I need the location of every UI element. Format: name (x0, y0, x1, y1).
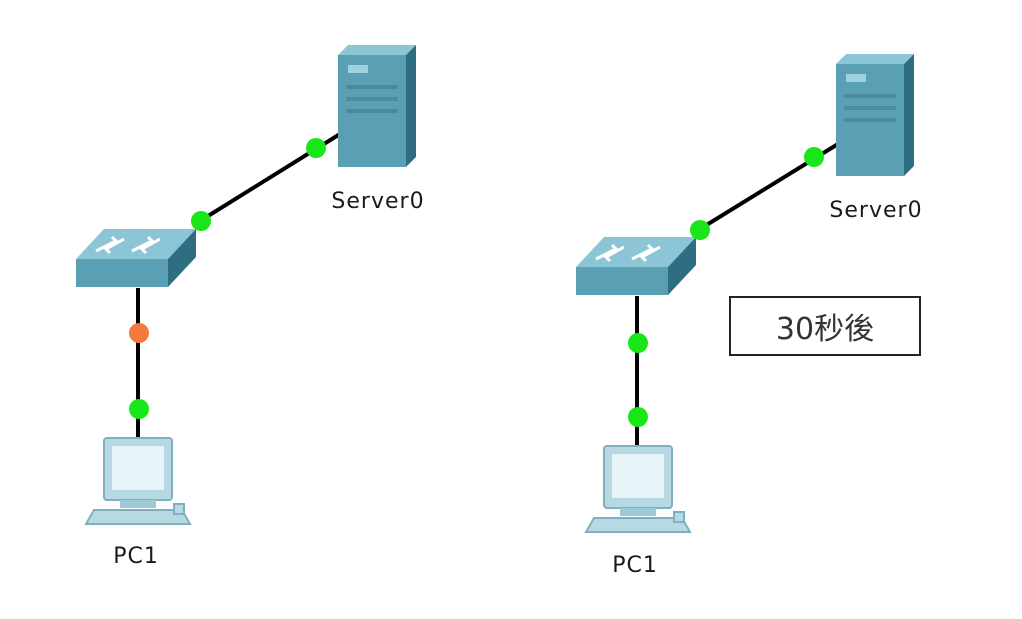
time-note-box: 30秒後 (729, 296, 921, 356)
right-server-label: Server0 (829, 198, 922, 223)
right-switch-icon[interactable] (574, 235, 698, 297)
right-port-pc-up (628, 407, 648, 427)
left-pc-icon[interactable] (85, 437, 191, 525)
left-pc-label: PC1 (113, 544, 159, 569)
left-server-label: Server0 (331, 189, 424, 214)
left-server-icon[interactable] (338, 45, 416, 167)
left-port-server-up (306, 138, 326, 158)
left-port-switch-blocking (129, 323, 149, 343)
right-server-icon[interactable] (836, 54, 914, 176)
left-port-pc-up (129, 399, 149, 419)
right-port-switch-forwarding (628, 333, 648, 353)
left-switch-icon[interactable] (74, 227, 198, 289)
right-pc-label: PC1 (612, 553, 658, 578)
left-port-switch-up (191, 211, 211, 231)
right-port-server-up (804, 147, 824, 167)
right-port-switch-up (690, 220, 710, 240)
time-note-text: 30秒後 (775, 312, 875, 347)
left-topology: Server0 PC1 (74, 45, 424, 569)
right-pc-icon[interactable] (585, 445, 691, 533)
right-topology: Server0 PC1 (574, 54, 922, 578)
